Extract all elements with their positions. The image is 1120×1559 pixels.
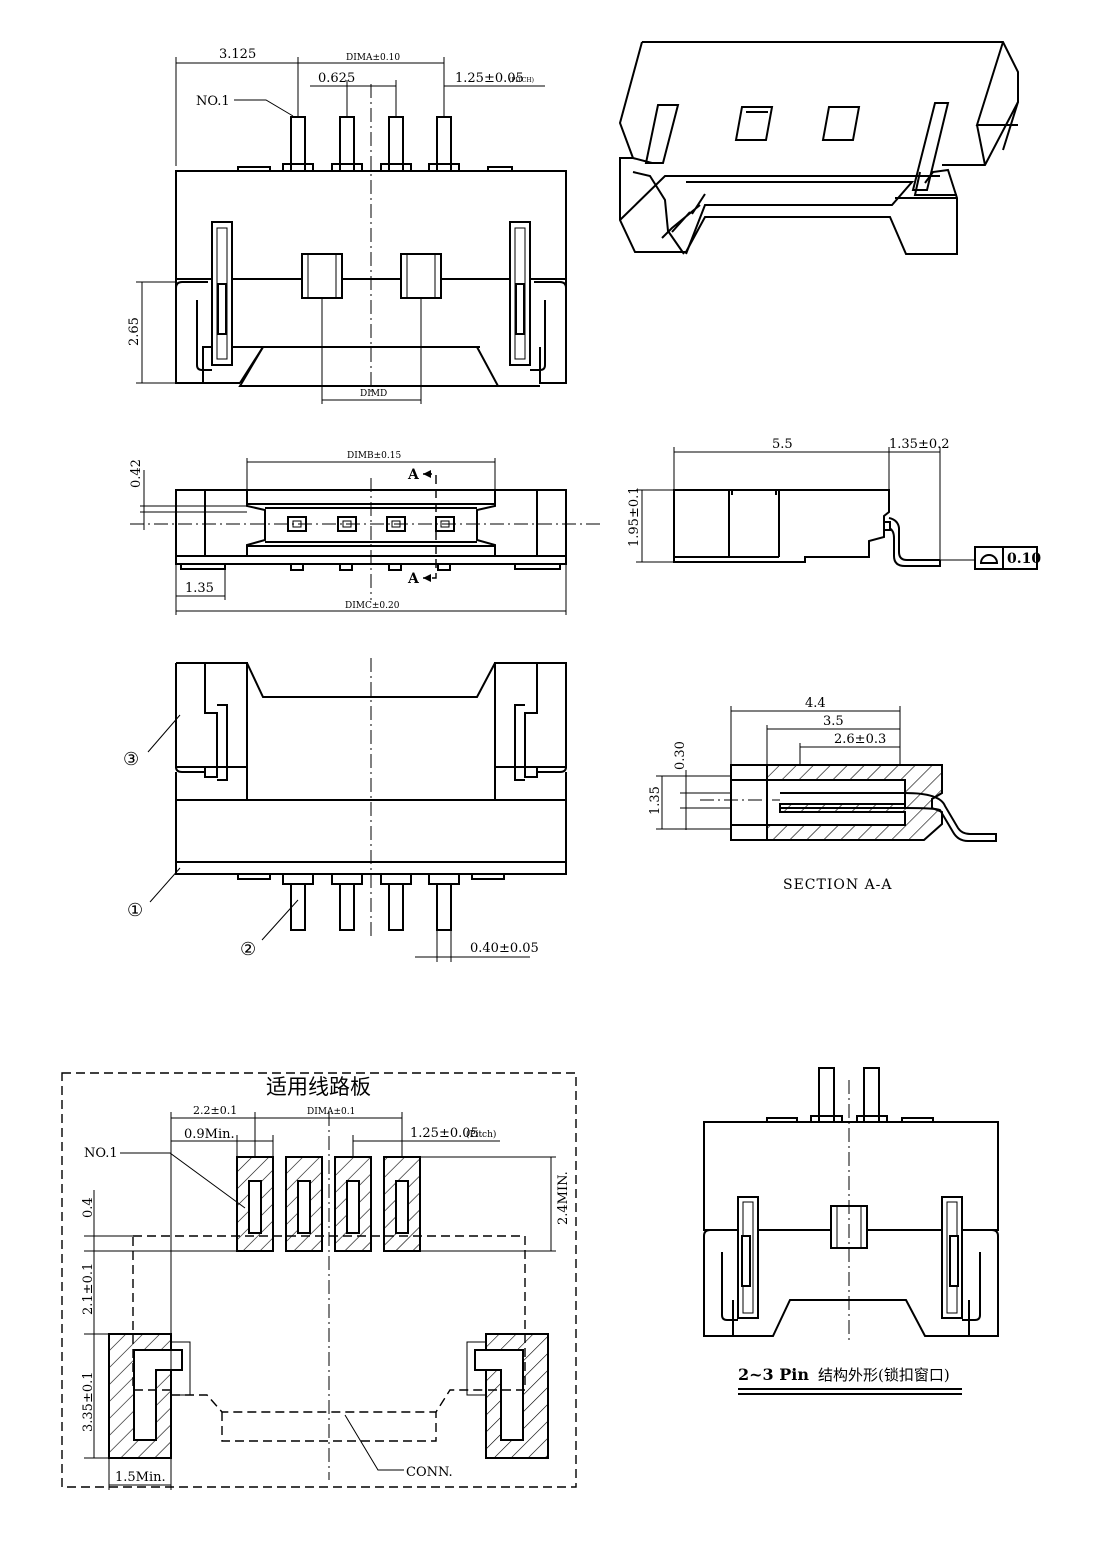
dim-44: 4.4	[805, 696, 826, 711]
bottom-view: ③ ① ② 0.40±0.05	[123, 658, 567, 962]
dim-195: 1.95±0.1	[627, 486, 642, 547]
dim-55: 5.5	[772, 437, 793, 452]
dim-21: 2.1±0.1	[81, 1263, 96, 1315]
mount-pads	[108, 1333, 549, 1459]
dim-pitch-note: (PITCH)	[509, 77, 534, 84]
callout-3: ③	[123, 749, 139, 770]
small-pin-view: 2~3 Pin 结构外形(锁扣窗口)	[703, 1067, 999, 1395]
dim-0625: 0.625	[318, 71, 355, 86]
section-mark-bottom: A	[407, 571, 420, 587]
dim-335: 3.35±0.1	[81, 1371, 96, 1432]
callout-1: ①	[127, 900, 143, 921]
dim-265: 2.65	[127, 317, 142, 346]
dim-pitch-note-pcb: (Pitch)	[466, 1129, 496, 1140]
dim-24: 2.4MIN.	[556, 1171, 571, 1225]
pcb-footprint: 适用线路板 2.2±0.1	[61, 1072, 577, 1490]
conn-label: CONN.	[406, 1465, 453, 1480]
dim-pin-width: 0.40±0.05	[470, 941, 539, 956]
dim-135-top: 1.35	[185, 581, 214, 596]
dim-a: DIMA±0.10	[346, 53, 400, 63]
pcb-title: 适用线路板	[266, 1075, 371, 1099]
front-pins	[237, 116, 513, 172]
dim-c: DIMC±0.20	[345, 601, 400, 611]
pin1-label-pcb: NO.1	[84, 1146, 118, 1161]
dim-135-section: 1.35	[648, 786, 663, 815]
dim-b: DIMB±0.15	[347, 451, 401, 461]
dim-3125: 3.125	[219, 47, 256, 62]
bottom-pins	[282, 874, 460, 931]
section-mark-top: A	[407, 467, 420, 483]
dim-09: 0.9Min.	[184, 1127, 235, 1142]
small-caption-pin: 2~3 Pin	[738, 1365, 809, 1384]
dim-26: 2.6±0.3	[834, 732, 886, 747]
section-title: SECTION A-A	[783, 877, 893, 893]
isometric-view	[618, 41, 1019, 255]
dim-22: 2.2±0.1	[193, 1104, 237, 1117]
section-a-a: 4.4 3.5 2.6±0.3 0.30 1.35 SECTION A-A	[648, 696, 997, 893]
callout-2: ②	[240, 939, 256, 960]
dim-04: 0.4	[81, 1197, 96, 1218]
dim-042: 0.42	[129, 459, 144, 488]
flatness-value: 0.10	[1007, 551, 1041, 567]
top-view: A A DIMB±0.15 0.42 1.35 DIMC±0.20	[129, 451, 600, 615]
dim-15: 1.5Min.	[115, 1470, 166, 1485]
small-caption-desc: 结构外形(锁扣窗口)	[818, 1366, 950, 1384]
dim-pitch-pcb: 1.25±0.05	[410, 1126, 479, 1141]
dim-d: DIMD	[360, 389, 387, 399]
dim-030: 0.30	[673, 741, 688, 770]
dim-135-side: 1.35±0.2	[889, 437, 950, 452]
pin1-label: NO.1	[196, 94, 230, 109]
dim-a-pcb: DIMA±0.1	[307, 1107, 355, 1117]
side-view: 5.5 1.35±0.2 1.95±0.1 0.10	[627, 437, 1041, 570]
signal-pads	[236, 1156, 421, 1252]
dim-35: 3.5	[823, 714, 844, 729]
front-view: 3.125 DIMA±0.10 0.625 1.25±0.05 (PITCH) …	[127, 47, 567, 404]
flatness-callout: 0.10	[974, 546, 1041, 570]
dim-pitch: 1.25±0.05	[455, 71, 524, 86]
